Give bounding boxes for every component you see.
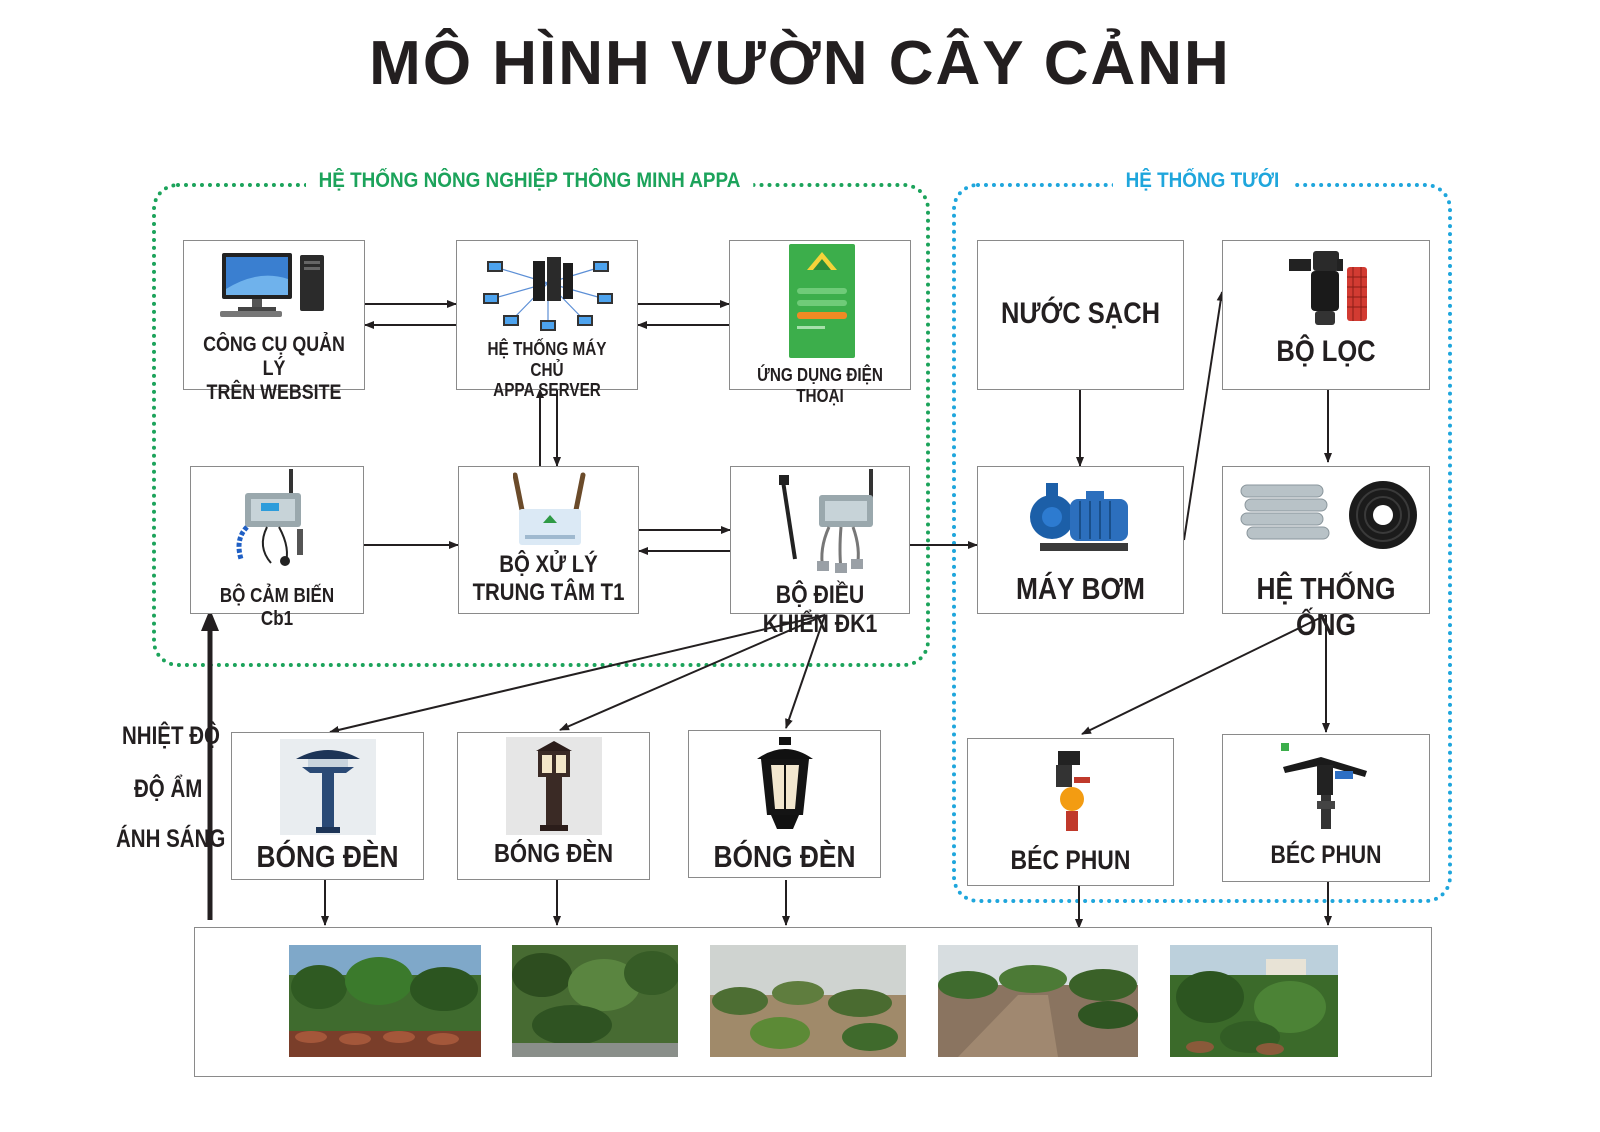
bonsai-garden-photo-2: [512, 945, 678, 1057]
bonsai-garden-photo-1: [289, 945, 481, 1057]
server-label: HỆ THỐNG MÁY CHỦ APPA SERVER: [487, 339, 607, 401]
environment-light: ÁNH SÁNG: [116, 825, 226, 853]
sensor-label: BỘ CẢM BIẾN Cb1: [219, 585, 335, 630]
central-unit-label: BỘ XỬ LÝ TRUNG TÂM T1: [472, 551, 625, 606]
garden-lamp-icon: [280, 739, 376, 835]
clean-water-node: NƯỚC SẠCH: [977, 240, 1184, 390]
server-network-icon: [483, 257, 613, 331]
web-tool-node: CÔNG CỤ QUẢN LÝ TRÊN WEBSITE: [183, 240, 365, 404]
pipes-icon: [1240, 481, 1417, 549]
pipes-label: HỆ THỐNG ỐNG: [1256, 571, 1396, 642]
lamp-2-label: BÓNG ĐÈN: [493, 838, 614, 868]
server-node: HỆ THỐNG MÁY CHỦ APPA SERVER: [456, 240, 638, 400]
mobile-app-label: ỨNG DỤNG ĐIỆN THOẠI: [757, 365, 883, 406]
arrow-pump-to-filter: [1183, 291, 1225, 541]
filter-node: BỘ LỌC: [1222, 240, 1430, 390]
lamp-1-label: BÓNG ĐÈN: [256, 839, 399, 874]
lamp-2-node: BÓNG ĐÈN: [457, 732, 650, 880]
pump-label: MÁY BƠM: [1016, 571, 1145, 606]
sensor-device-icon: [236, 469, 303, 566]
controller-device-icon: [779, 469, 873, 573]
lamp-1-node: BÓNG ĐÈN: [231, 732, 424, 880]
arrow-pipes-to-sprinkler-1: [1081, 614, 1327, 735]
arrow-controller-to-lamp-1: [329, 614, 826, 734]
controller-label: BỘ ĐIỀU KHIỂN ĐK1: [762, 581, 878, 638]
pump-node: MÁY BƠM: [977, 466, 1184, 614]
clean-water-label: NƯỚC SẠCH: [1000, 297, 1161, 330]
irrigation-system-group-label: HỆ THỐNG TƯỚI: [1113, 169, 1292, 193]
bollard-lamp-icon: [506, 737, 602, 835]
mobile-app-node: ỨNG DỤNG ĐIỆN THOẠI: [729, 240, 911, 406]
pipes-node: HỆ THỐNG ỐNG: [1222, 466, 1430, 642]
sprinkler-1-node: BÉC PHUN: [967, 738, 1174, 886]
controller-node: BỘ ĐIỀU KHIỂN ĐK1: [730, 466, 910, 638]
micro-sprinkler-icon: [1056, 751, 1090, 831]
smartphone-app-icon: [789, 244, 855, 358]
water-filter-icon: [1289, 251, 1367, 325]
water-pump-icon: [1030, 483, 1128, 551]
sprinkler-2-label: BÉC PHUN: [1270, 841, 1382, 869]
impact-sprinkler-icon: [1281, 743, 1367, 829]
environment-temperature: NHIỆT ĐỘ: [122, 722, 220, 750]
diagram-title: MÔ HÌNH VƯỜN CÂY CẢNH: [369, 29, 1231, 98]
sensor-node: BỘ CẢM BIẾN Cb1: [190, 466, 364, 630]
web-tool-label: CÔNG CỤ QUẢN LÝ TRÊN WEBSITE: [203, 333, 345, 405]
appa-system-group-label: HỆ THỐNG NÔNG NGHIỆP THÔNG MINH APPA: [306, 169, 753, 193]
environment-humidity: ĐỘ ẨM: [134, 775, 203, 803]
lamp-3-label: BÓNG ĐÈN: [713, 839, 856, 874]
router-icon: [513, 472, 586, 545]
bonsai-garden-photo-4: [938, 945, 1138, 1057]
sprinkler-1-label: BÉC PHUN: [1010, 845, 1131, 875]
arrow-controller-to-lamp-2: [559, 614, 826, 731]
lamp-3-node: BÓNG ĐÈN: [688, 730, 881, 878]
arrow-controller-to-lamp-3: [785, 614, 826, 729]
sprinkler-2-node: BÉC PHUN: [1222, 734, 1430, 882]
central-unit-node: BỘ XỬ LÝ TRUNG TÂM T1: [458, 466, 639, 614]
bonsai-garden-photo-3: [710, 945, 906, 1057]
desktop-computer-icon: [220, 253, 324, 317]
filter-label: BỘ LỌC: [1276, 335, 1376, 368]
lantern-icon: [757, 737, 813, 829]
bonsai-garden-photo-5: [1170, 945, 1338, 1057]
